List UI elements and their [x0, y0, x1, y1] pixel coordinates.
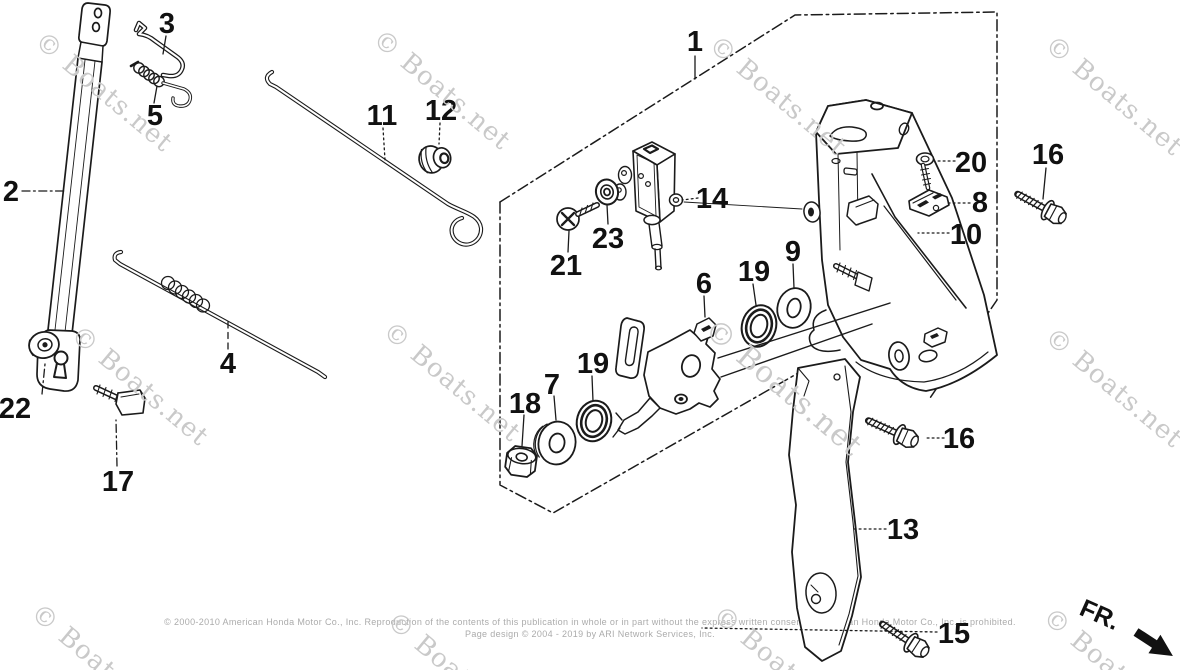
part-number-16: 16	[943, 423, 975, 455]
part-number-2: 2	[3, 176, 19, 208]
part-number-7: 7	[544, 369, 560, 401]
leader-line-5	[153, 85, 158, 104]
leader-line-6	[703, 295, 706, 318]
part-number-15: 15	[938, 618, 970, 650]
part-number-6: 6	[696, 268, 712, 300]
part-14-stop-switch	[613, 141, 803, 271]
part-number-17: 17	[102, 466, 134, 498]
part-number-22: 22	[0, 393, 31, 425]
part-23-washer	[594, 178, 620, 206]
leader-line-21	[567, 230, 570, 253]
leader-line-17	[115, 419, 118, 467]
part-11-rod-loop	[264, 69, 484, 247]
part-18-nut	[504, 445, 538, 478]
part-20-screw	[915, 152, 935, 191]
part-4-throttle-rod	[112, 249, 328, 380]
part-number-1: 1	[687, 26, 703, 58]
part-number-11: 11	[367, 100, 398, 132]
fr-direction-arrow	[1133, 628, 1173, 656]
part-number-12: 12	[425, 95, 457, 127]
leader-line-16	[1042, 167, 1047, 200]
leader-line-19	[591, 375, 594, 402]
part-number-23: 23	[592, 223, 624, 255]
leader-line-7	[553, 395, 557, 421]
leader-line-19	[752, 283, 757, 306]
leader-line-3	[162, 35, 167, 55]
part-21-screw	[556, 202, 600, 231]
part-number-16: 16	[1032, 139, 1064, 171]
part-16-flange-bolt-lower	[864, 411, 922, 452]
part-19-oring-lower	[575, 399, 613, 443]
part-number-19: 19	[738, 256, 770, 288]
part-17-square-bolt	[93, 384, 146, 416]
part-number-18: 18	[509, 388, 541, 420]
copyright-line-1: © 2000-2010 American Honda Motor Co., In…	[164, 617, 1016, 627]
part-15-flange-bolt	[877, 615, 933, 662]
leader-line-22	[41, 363, 46, 395]
part-number-13: 13	[887, 514, 919, 546]
part-10-bracket	[803, 99, 998, 392]
part-number-10: 10	[950, 219, 982, 251]
part-13-side-plate	[788, 358, 862, 662]
leader-line-9	[792, 263, 795, 289]
part-3-rod	[133, 20, 186, 79]
leader-line-15	[701, 627, 938, 633]
part-7-washer	[533, 420, 577, 466]
part-8-clamp	[908, 189, 950, 217]
part-number-5: 5	[147, 100, 163, 132]
copyright-line-2: Page design © 2004 - 2019 by ARI Network…	[464, 629, 715, 639]
part-22-grommet	[28, 331, 60, 359]
part-12-grommet	[418, 145, 452, 174]
part-6-lever-assembly	[612, 302, 891, 438]
part-number-3: 3	[159, 8, 175, 40]
part-number-20: 20	[955, 147, 987, 179]
part-number-14: 14	[696, 183, 728, 215]
part-number-21: 21	[550, 250, 582, 282]
part-16-flange-bolt-upper	[1013, 185, 1070, 229]
assembly-boundary-box	[499, 11, 998, 514]
part-19-oring-upper	[740, 304, 778, 348]
part-5-spring	[129, 60, 193, 108]
part-number-19: 19	[577, 348, 609, 380]
part-number-8: 8	[972, 187, 988, 219]
part-9-washer	[776, 287, 812, 329]
part-number-9: 9	[785, 236, 801, 268]
leader-line-11	[382, 127, 386, 161]
leader-line-18	[521, 414, 525, 447]
leader-line-23	[606, 204, 609, 225]
part-number-4: 4	[220, 348, 236, 380]
leader-line-12	[438, 122, 441, 145]
